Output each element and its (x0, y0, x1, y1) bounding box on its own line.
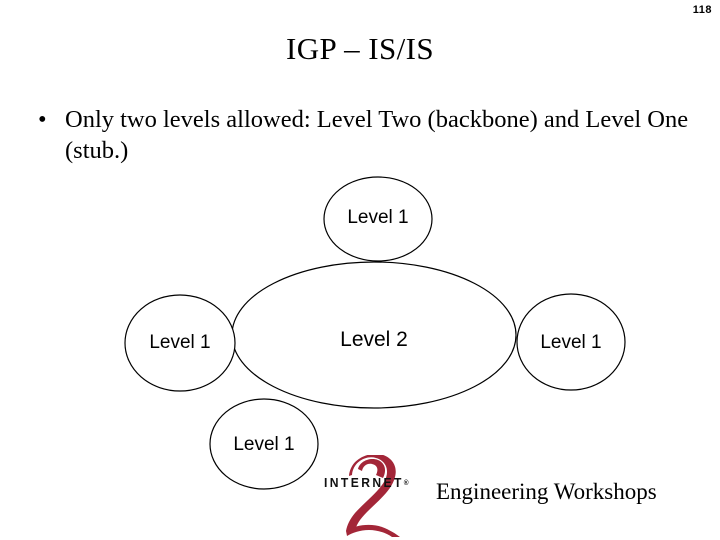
list-item-text: Only two levels allowed: Level Two (back… (65, 106, 689, 164)
level2-core-label: Level 2 (340, 328, 408, 351)
internet2-numeral-icon (346, 455, 400, 537)
list-item: • Only two levels allowed: Level Two (ba… (34, 104, 694, 166)
level1-top-label: Level 1 (347, 207, 409, 228)
internet2-wordmark-text: INTERNET (324, 475, 404, 490)
level1-left-label: Level 1 (149, 332, 211, 353)
bullet-list: • Only two levels allowed: Level Two (ba… (34, 104, 694, 166)
level1-bottom-label: Level 1 (233, 434, 295, 455)
level1-right-label: Level 1 (540, 332, 602, 353)
page-number: 118 (692, 4, 712, 16)
bullet-dot-icon: • (38, 106, 47, 133)
registered-trademark-icon: ® (403, 480, 409, 487)
internet2-wordmark: INTERNET® (324, 475, 409, 490)
internet2-logo: INTERNET® (322, 455, 426, 537)
page-title: IGP – IS/IS (286, 31, 434, 66)
footer-tagline: Engineering Workshops (436, 479, 657, 504)
